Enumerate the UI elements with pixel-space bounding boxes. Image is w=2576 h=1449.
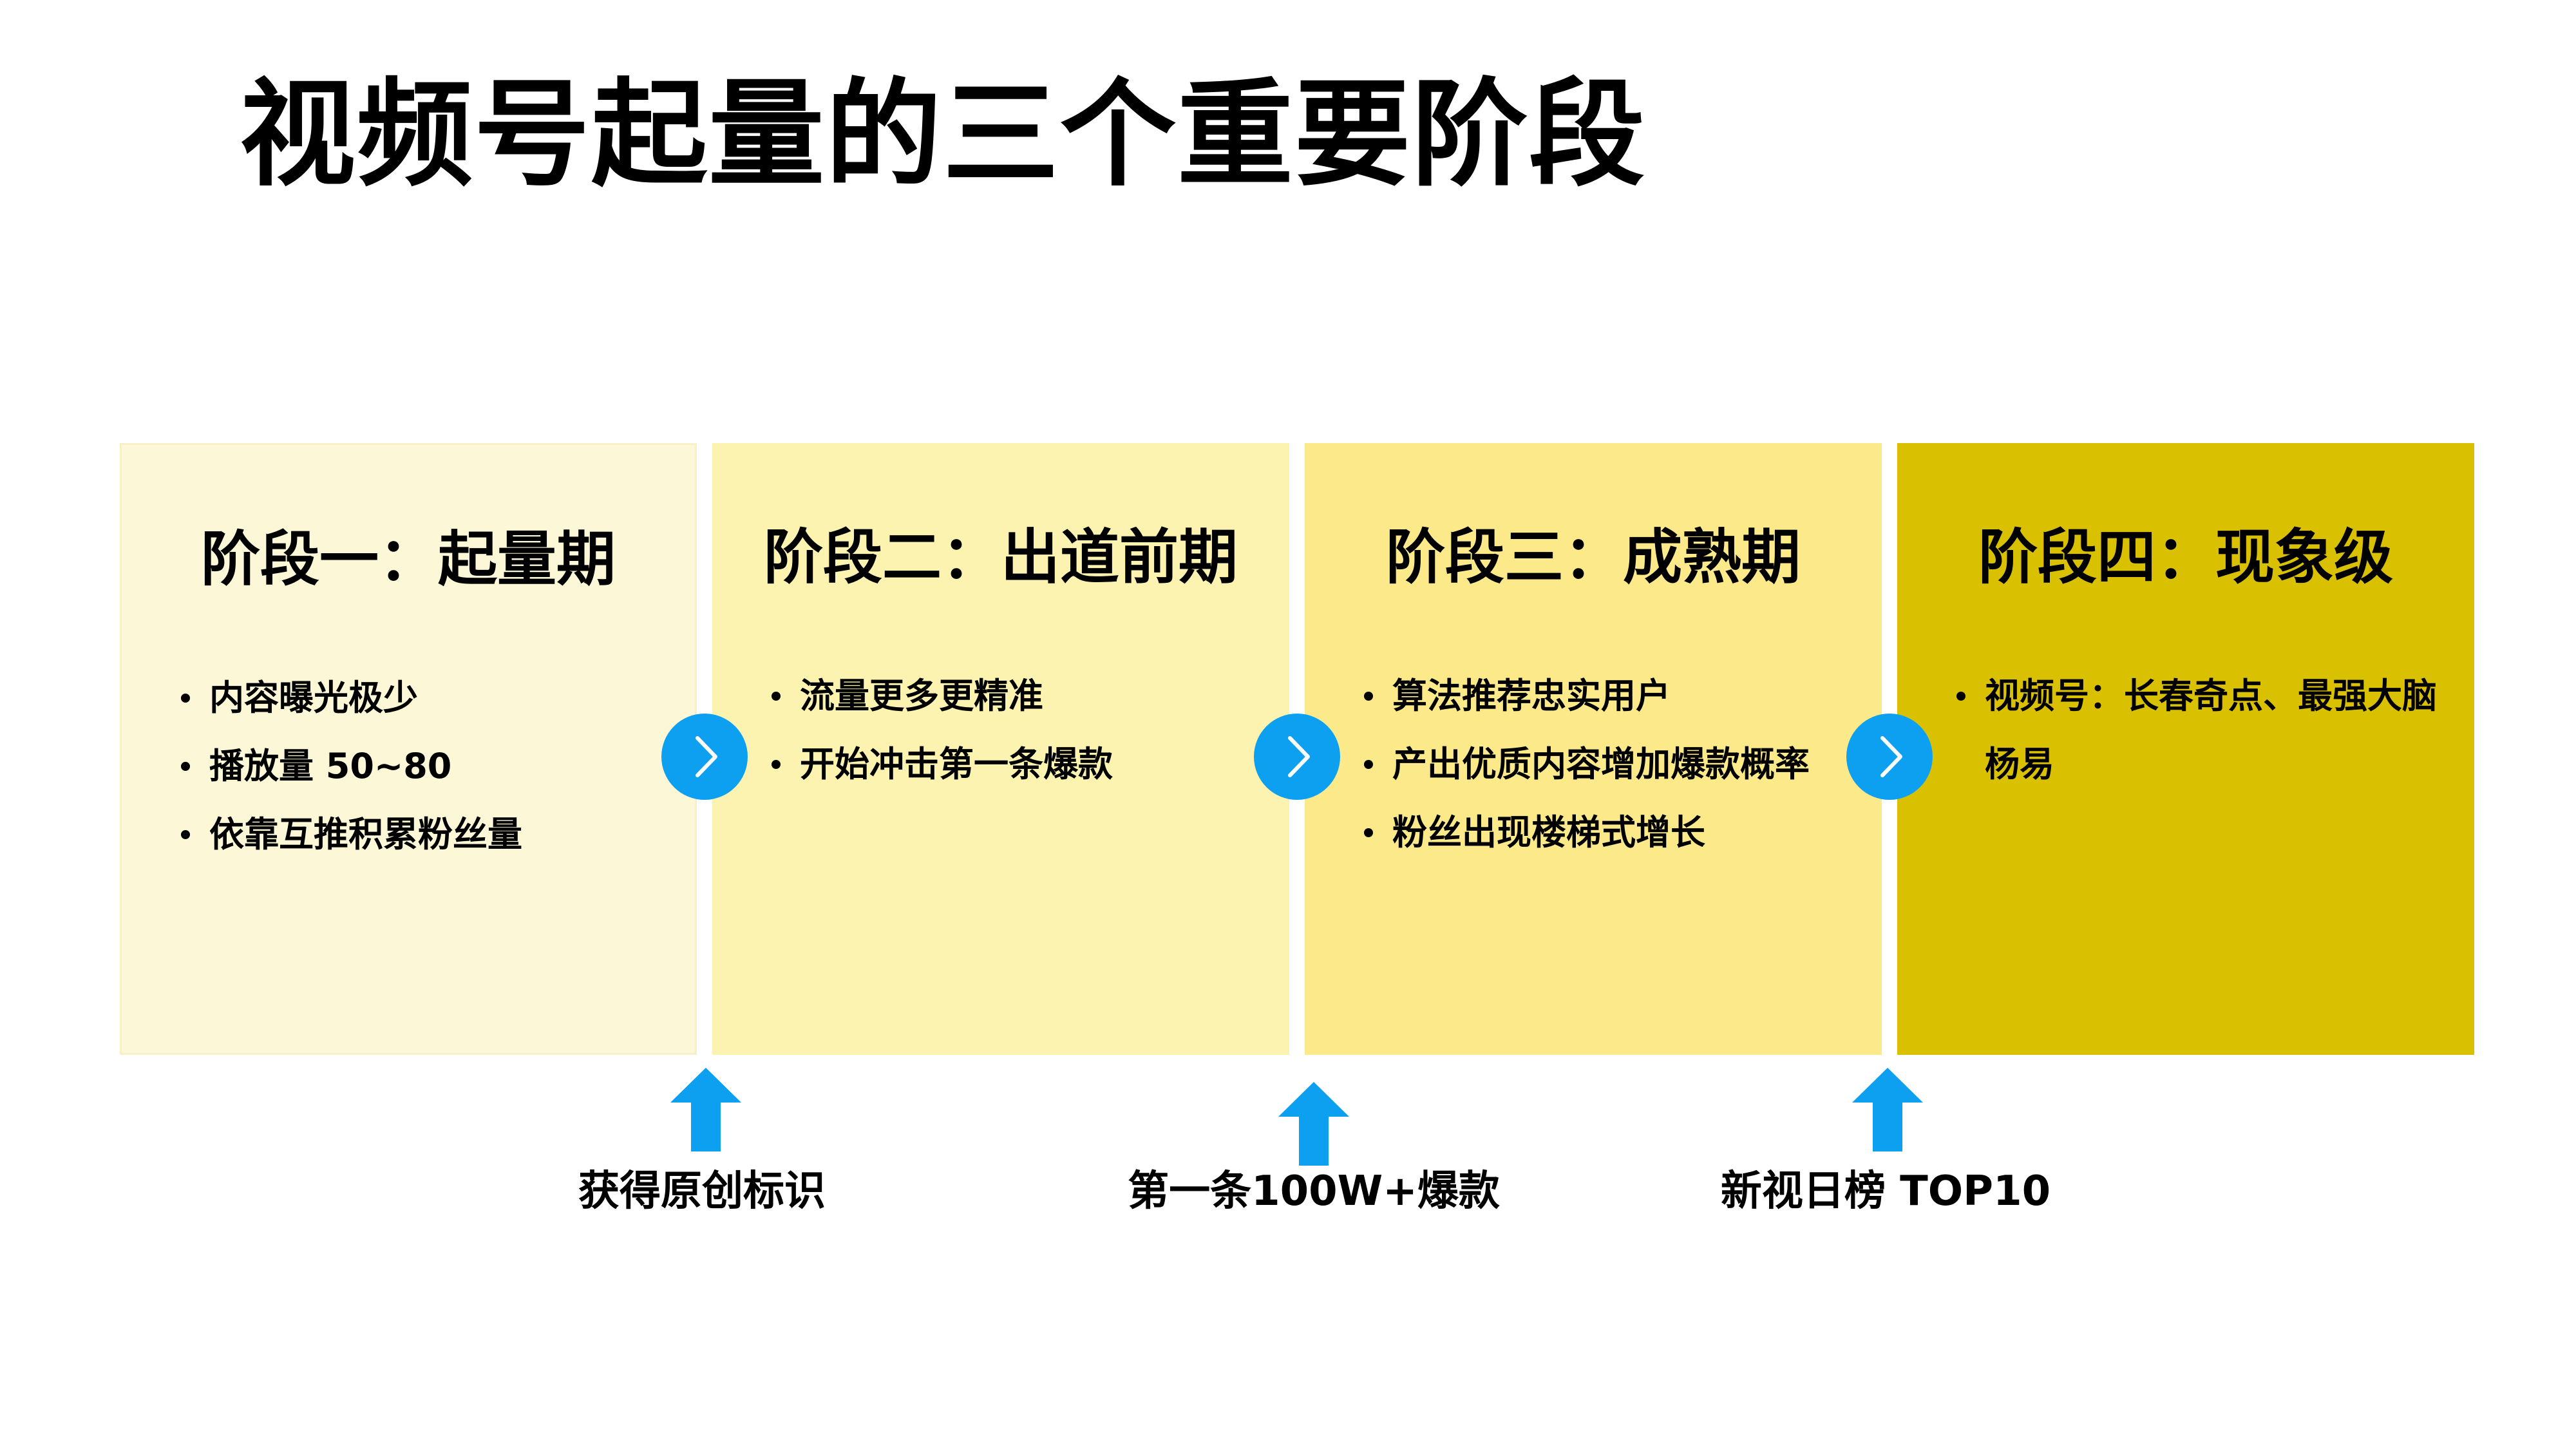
bullet-dot-icon xyxy=(1364,760,1373,769)
milestone-label: 新视日榜 TOP10 xyxy=(1720,1168,2051,1215)
stage-bullet: 粉丝出现楼梯式增长 xyxy=(1361,799,1869,867)
stage-bullet-list: 视频号：长春奇点、最强大脑杨易 xyxy=(1954,662,2461,799)
chevron-right-icon xyxy=(1846,714,1933,800)
stage-bullet-text: 开始冲击第一条爆款 xyxy=(800,744,1113,784)
stage-bullet-text: 流量更多更精准 xyxy=(800,676,1043,716)
stage-bullet-text: 算法推荐忠实用户 xyxy=(1392,676,1671,716)
stage-bullet: 依靠互推积累粉丝量 xyxy=(178,800,682,869)
stage-bullet-text: 内容曝光极少 xyxy=(209,677,418,718)
arrow-up-icon xyxy=(1278,1082,1349,1166)
stage-bullet-text: 粉丝出现楼梯式增长 xyxy=(1392,812,1705,853)
stage-bullet: 产出优质内容增加爆款概率 xyxy=(1361,730,1869,799)
milestone-label: 第一条100W+爆款 xyxy=(1128,1168,1500,1215)
page-title: 视频号起量的三个重要阶段 xyxy=(240,68,1647,202)
stage-card-3: 阶段三：成熟期 算法推荐忠实用户 产出优质内容增加爆款概率 粉丝出现楼梯式增长 xyxy=(1305,443,1882,1055)
bullet-dot-icon xyxy=(1956,692,1965,701)
chevron-right-icon xyxy=(661,714,748,800)
stage-bullet: 内容曝光极少 xyxy=(178,664,682,732)
stage-bullet-text: 播放量 50~80 xyxy=(209,746,452,786)
bullet-dot-icon xyxy=(772,760,781,769)
stage-heading: 阶段四：现象级 xyxy=(1978,523,2393,592)
stage-bullet-text: 依靠互推积累粉丝量 xyxy=(209,814,522,855)
stage-heading: 阶段一：起量期 xyxy=(200,525,616,594)
milestone-label: 获得原创标识 xyxy=(578,1168,826,1215)
stage-bullet-text: 视频号：长春奇点、最强大脑杨易 xyxy=(1985,676,2437,784)
arrow-up-icon xyxy=(1852,1068,1923,1151)
stage-bullet-list: 流量更多更精准 开始冲击第一条爆款 xyxy=(769,662,1276,799)
stage-card-4: 阶段四：现象级 视频号：长春奇点、最强大脑杨易 xyxy=(1897,443,2474,1055)
stage-bullet: 开始冲击第一条爆款 xyxy=(769,730,1276,799)
stage-heading: 阶段三：成熟期 xyxy=(1385,523,1801,592)
arrow-up-icon xyxy=(670,1068,741,1151)
chevron-right-icon xyxy=(1254,714,1340,800)
bullet-dot-icon xyxy=(181,762,190,771)
bullet-dot-icon xyxy=(1364,692,1373,701)
stage-bullet-list: 内容曝光极少 播放量 50~80 依靠互推积累粉丝量 xyxy=(178,664,682,869)
stage-bullet: 算法推荐忠实用户 xyxy=(1361,662,1869,730)
stage-card-1: 阶段一：起量期 内容曝光极少 播放量 50~80 依靠互推积累粉丝量 xyxy=(120,443,697,1055)
stage-bullet: 流量更多更精准 xyxy=(769,662,1276,730)
bullet-dot-icon xyxy=(1364,828,1373,837)
stage-heading: 阶段二：出道前期 xyxy=(763,523,1238,592)
stage-bullet-list: 算法推荐忠实用户 产出优质内容增加爆款概率 粉丝出现楼梯式增长 xyxy=(1361,662,1869,867)
stage-bullet: 播放量 50~80 xyxy=(178,732,682,800)
bullet-dot-icon xyxy=(181,830,190,839)
bullet-dot-icon xyxy=(772,692,781,701)
bullet-dot-icon xyxy=(181,694,190,703)
stage-bullet: 视频号：长春奇点、最强大脑杨易 xyxy=(1954,662,2461,799)
stage-bullet-text: 产出优质内容增加爆款概率 xyxy=(1392,744,1810,784)
stage-card-2: 阶段二：出道前期 流量更多更精准 开始冲击第一条爆款 xyxy=(712,443,1289,1055)
